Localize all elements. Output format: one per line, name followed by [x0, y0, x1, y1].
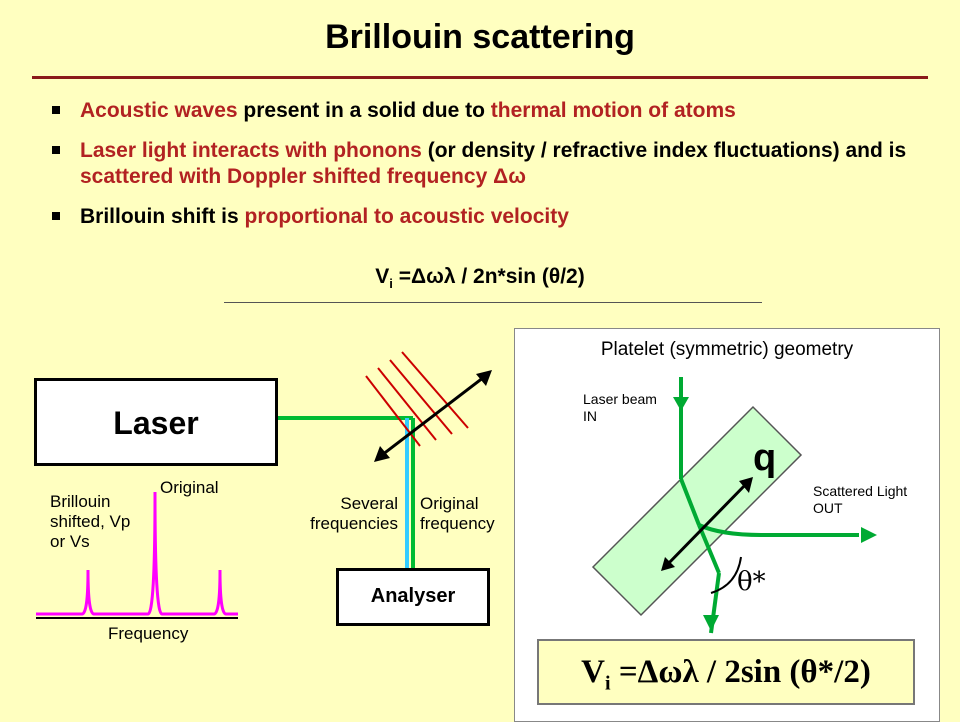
- laser-label: Laser: [113, 405, 199, 441]
- bullet-text: Laser light interacts with phonons: [80, 139, 422, 162]
- incoming-beam: [673, 377, 701, 526]
- platelet-diagram: [591, 377, 877, 634]
- formula-subscript: i: [389, 276, 393, 292]
- laser-box: Laser: [34, 378, 278, 466]
- bullet-text: proportional to acoustic velocity: [244, 205, 569, 228]
- original-frequency-label: Original frequency: [420, 494, 495, 533]
- formula-divider: [224, 302, 762, 303]
- brillouin-shifted-label: Brillouin shifted, Vp or Vs: [50, 492, 131, 551]
- formula-rest: =Δωλ / 2n*sin (θ/2): [392, 265, 585, 288]
- bullet-text: Δω: [493, 165, 526, 188]
- bullet-marker-icon: [52, 212, 60, 220]
- title-divider: [32, 76, 928, 79]
- bullet-list: Acoustic waves present in a solid due to…: [50, 98, 910, 244]
- bullet-text: thermal motion of atoms: [490, 99, 736, 122]
- bullet-text: present in a solid due to: [237, 99, 491, 122]
- page-title: Brillouin scattering: [325, 18, 635, 56]
- platelet-sample: [591, 405, 803, 617]
- setup-diagram: [36, 351, 492, 619]
- q-label: q: [753, 437, 777, 479]
- transmitted-beam: [697, 524, 721, 634]
- frequency-axis-label: Frequency: [108, 624, 189, 643]
- theta-arc-icon: [710, 556, 742, 594]
- acoustic-wave-arrow-icon: [374, 370, 492, 462]
- velocity-formula: Vi =Δωλ / 2n*sin (θ/2): [0, 265, 960, 291]
- bullet-text: Brillouin shift is: [80, 205, 245, 228]
- q-vector-arrow-icon: [661, 477, 753, 571]
- bullet-marker-icon: [52, 146, 60, 154]
- several-frequencies-label: Several frequencies: [310, 494, 398, 533]
- formula-v: V: [375, 265, 390, 288]
- formula-v: V: [581, 654, 606, 690]
- panel-title: Platelet (symmetric) geometry: [600, 339, 854, 360]
- platelet-formula: Vi =Δωλ / 2sin (θ*/2): [537, 639, 915, 705]
- spectrum-plot: [36, 491, 238, 619]
- original-label: Original: [160, 478, 219, 497]
- formula-subscript: i: [605, 672, 611, 695]
- bullet-text: (or density / refractive index fluctuati…: [421, 139, 907, 162]
- laser-beam-in-label: Laser beam IN: [583, 391, 657, 424]
- bullet-item: Acoustic waves present in a solid due to…: [50, 98, 910, 124]
- platelet-geometry-panel: Platelet (symmetric) geometry Laser: [514, 328, 940, 722]
- bullet-marker-icon: [52, 106, 60, 114]
- analyser-label: Analyser: [370, 585, 456, 607]
- bullet-item: Laser light interacts with phonons (or d…: [50, 138, 910, 190]
- sample-grating-icon: [365, 351, 469, 447]
- bullet-text: scattered with Doppler shifted frequency: [80, 165, 494, 188]
- analyser-box: Analyser: [336, 568, 490, 626]
- theta-star-label: θ*: [737, 567, 766, 597]
- bullet-text: Acoustic waves: [80, 99, 238, 122]
- scattered-light-out-label: Scattered Light OUT: [813, 483, 908, 516]
- formula-rest: =Δωλ / 2sin (θ*/2): [610, 654, 871, 690]
- bullet-item: Brillouin shift is proportional to acous…: [50, 204, 910, 230]
